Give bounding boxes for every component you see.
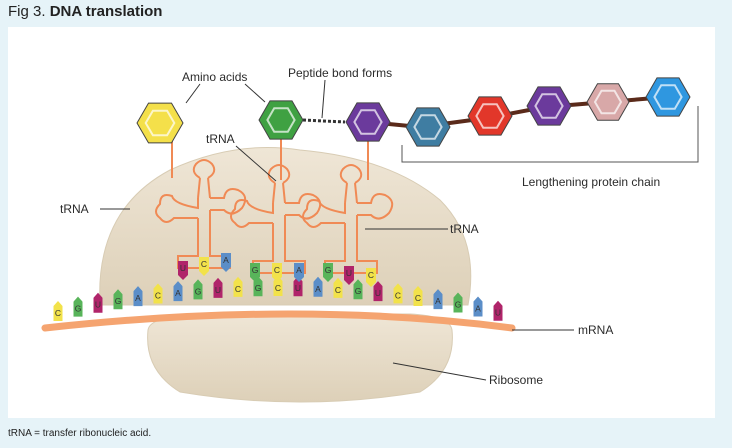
figure-number: Fig 3. xyxy=(8,3,46,20)
mrna-base-letter: G xyxy=(355,286,362,296)
amino-acid-yellow xyxy=(136,102,184,144)
mrna-base: A xyxy=(133,286,143,307)
amino-acid-pink xyxy=(586,83,630,121)
mrna-base: U xyxy=(373,281,383,302)
figure-title: Fig 3. DNA translation xyxy=(8,3,162,20)
mrna-base-letter: C xyxy=(335,285,341,295)
anticodon-base: A xyxy=(221,253,231,272)
label-trna-top: tRNA xyxy=(206,132,235,146)
anticodon-letter: G xyxy=(325,265,332,275)
mrna-base-letter: C xyxy=(395,290,401,300)
mrna-base-letter: A xyxy=(175,288,181,298)
mrna-base: A xyxy=(473,296,483,317)
mrna-base: G xyxy=(73,296,83,317)
mrna-base-letter: G xyxy=(455,300,462,310)
mrna-base-letter: C xyxy=(275,283,281,293)
mrna-base: C xyxy=(333,277,343,298)
amino-acid-red xyxy=(467,96,513,136)
label-amino-acids: Amino acids xyxy=(182,70,247,84)
mrna-base-letter: C xyxy=(415,293,421,303)
amino-acid-green xyxy=(258,100,304,140)
label-ribosome: Ribosome xyxy=(489,373,543,387)
mrna-base-letter: A xyxy=(435,296,441,306)
anticodon-letter: U xyxy=(180,263,186,273)
mrna-base: G xyxy=(453,292,463,313)
mrna-base: A xyxy=(313,276,323,297)
mrna-base: C xyxy=(153,283,163,304)
anticodon-base: C xyxy=(199,257,209,276)
mrna-base: G xyxy=(193,279,203,300)
anticodon-letter: G xyxy=(252,265,259,275)
anticodon-base: U xyxy=(178,261,188,280)
anticodon-letter: C xyxy=(274,265,280,275)
anticodon-letter: A xyxy=(296,265,302,275)
mrna-base-letter: U xyxy=(95,300,101,310)
mrna-base-letter: C xyxy=(235,284,241,294)
mrna-base-letter: G xyxy=(195,286,202,296)
mrna-bases: C G U G A C A G U C G C U A C G U C C A G A U xyxy=(53,276,503,321)
leader-amino-acids xyxy=(185,83,201,104)
trna-anticodon-bases: U C A G C A G U C xyxy=(178,253,376,287)
mrna-base: G xyxy=(113,289,123,310)
mrna-base-letter: A xyxy=(475,303,481,313)
mrna-base-letter: G xyxy=(115,296,122,306)
label-lengthening-chain: Lengthening protein chain xyxy=(522,175,660,189)
amino-acid-teal xyxy=(405,107,451,147)
anticodon-base: C xyxy=(366,268,376,287)
mrna-base-letter: G xyxy=(255,283,262,293)
label-peptide-bond: Peptide bond forms xyxy=(288,66,392,80)
footnote: tRNA = transfer ribonucleic acid. xyxy=(8,428,152,439)
anticodon-base: U xyxy=(344,266,354,285)
mrna-base-letter: C xyxy=(55,308,61,318)
mrna-base: A xyxy=(433,289,443,310)
mrna-base: U xyxy=(213,277,223,298)
amino-acid-blue xyxy=(645,77,691,117)
mrna-base-letter: U xyxy=(495,308,501,318)
mrna-base-letter: G xyxy=(75,304,82,314)
ribosome-small-subunit xyxy=(147,313,453,403)
label-mrna: mRNA xyxy=(578,323,613,337)
mrna-base: U xyxy=(293,276,303,297)
anticodon-letter: C xyxy=(201,259,207,269)
anticodon-letter: A xyxy=(223,255,229,265)
mrna-base: C xyxy=(233,276,243,297)
mrna-base: C xyxy=(413,285,423,306)
mrna-base: G xyxy=(353,279,363,300)
mrna-base: A xyxy=(173,281,183,302)
anticodon-base: A xyxy=(294,263,304,282)
figure-heading: DNA translation xyxy=(49,3,163,20)
mrna-base: C xyxy=(53,300,63,321)
anticodon-letter: U xyxy=(346,268,352,278)
mrna-base: U xyxy=(93,292,103,313)
mrna-base-letter: U xyxy=(295,283,301,293)
protein-chain-bonds xyxy=(367,95,668,129)
anticodon-base: G xyxy=(323,263,333,282)
amino-acid-purple-2 xyxy=(526,86,572,126)
amino-acid-purple xyxy=(345,102,391,142)
amino-acid-chain xyxy=(136,77,691,147)
mrna-base: C xyxy=(273,276,283,297)
mrna-base: C xyxy=(393,283,403,304)
peptide-bond-dashes xyxy=(302,118,346,124)
leader-ribosome xyxy=(392,362,487,381)
leader-amino-acids-2 xyxy=(244,83,266,103)
label-trna-right: tRNA xyxy=(450,222,479,236)
mrna-base-letter: A xyxy=(135,293,141,303)
mrna-base: U xyxy=(493,300,503,321)
label-trna-left: tRNA xyxy=(60,202,89,216)
anticodon-base: C xyxy=(272,263,282,282)
mrna-base-letter: C xyxy=(155,290,161,300)
anticodon-letter: C xyxy=(368,270,374,280)
mrna-base-letter: U xyxy=(375,288,381,298)
mrna-strand xyxy=(41,310,516,332)
leader-peptide xyxy=(321,79,326,119)
leader-trna-top xyxy=(235,145,277,182)
anticodon-base: G xyxy=(250,263,260,282)
chain-bracket xyxy=(401,106,699,163)
mrna-base-letter: U xyxy=(215,285,221,295)
mrna-base-letter: A xyxy=(315,284,321,294)
